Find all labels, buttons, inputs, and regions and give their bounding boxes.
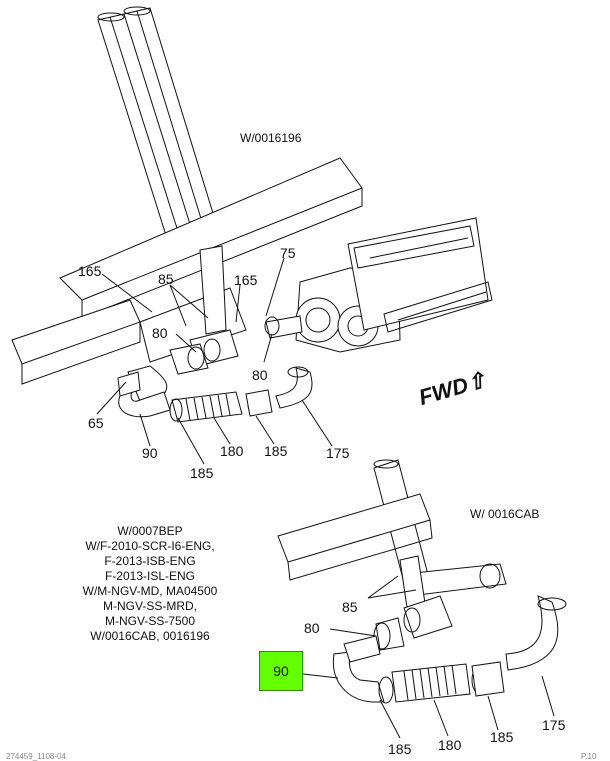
note-line: F-2013-ISL-ENG bbox=[104, 569, 196, 583]
top-vertical-tube bbox=[97, 6, 221, 249]
top-assembly-header: W/0016196 bbox=[240, 131, 302, 145]
callout-185: 185 bbox=[388, 741, 412, 757]
callout-80: 80 bbox=[304, 620, 320, 636]
top-bellows-hose bbox=[169, 389, 273, 423]
top-turbo-engine bbox=[264, 217, 493, 353]
top-leader-lines bbox=[96, 257, 333, 465]
top-charge-air-pipe bbox=[117, 245, 239, 418]
note-line: W/0016CAB, 0016196 bbox=[90, 629, 210, 643]
highlighted-part-90-hotspot[interactable]: 90 bbox=[259, 651, 303, 691]
callout-80: 80 bbox=[152, 325, 168, 341]
bottom-charge-air-pipe bbox=[332, 555, 453, 703]
footer-page-ref: P.10 bbox=[581, 752, 597, 761]
callout-90-highlighted: 90 bbox=[273, 663, 289, 679]
callout-85: 85 bbox=[158, 271, 174, 287]
callout-80: 80 bbox=[252, 367, 268, 383]
note-line: M-NGV-SS-MRD, bbox=[103, 599, 197, 613]
callout-90: 90 bbox=[142, 445, 158, 461]
bottom-assembly-header: W/ 0016CAB bbox=[470, 507, 539, 521]
callout-165: 165 bbox=[234, 272, 258, 288]
callout-180: 180 bbox=[220, 443, 244, 459]
note-line: W/M-NGV-MD, MA04500 bbox=[82, 584, 218, 598]
callout-175: 175 bbox=[326, 445, 350, 461]
callout-85: 85 bbox=[342, 599, 358, 615]
note-line: W/0007BEP bbox=[117, 524, 183, 538]
bottom-outlet-elbow bbox=[479, 563, 567, 671]
note-line: F-2013-ISB-ENG bbox=[104, 554, 196, 568]
note-line: W/F-2010-SCR-I6-ENG, bbox=[85, 539, 215, 553]
applicability-notes: W/0007BEP W/F-2010-SCR-I6-ENG, F-2013-IS… bbox=[40, 524, 260, 644]
callout-175: 175 bbox=[542, 717, 566, 733]
note-line: M-NGV-SS-7500 bbox=[104, 614, 196, 628]
callout-75: 75 bbox=[280, 245, 296, 261]
top-outlet-elbow bbox=[275, 366, 313, 409]
callout-185: 185 bbox=[264, 443, 288, 459]
bottom-bellows-hose bbox=[378, 661, 505, 704]
callout-180: 180 bbox=[438, 737, 462, 753]
callout-185: 185 bbox=[490, 729, 514, 745]
footer-drawing-id: 274459_1108-04 bbox=[6, 752, 66, 761]
callout-65: 65 bbox=[88, 415, 104, 431]
bottom-leader-lines bbox=[302, 575, 555, 739]
top-crossmember bbox=[11, 157, 363, 385]
callout-185: 185 bbox=[190, 465, 214, 481]
callout-165: 165 bbox=[78, 263, 102, 279]
